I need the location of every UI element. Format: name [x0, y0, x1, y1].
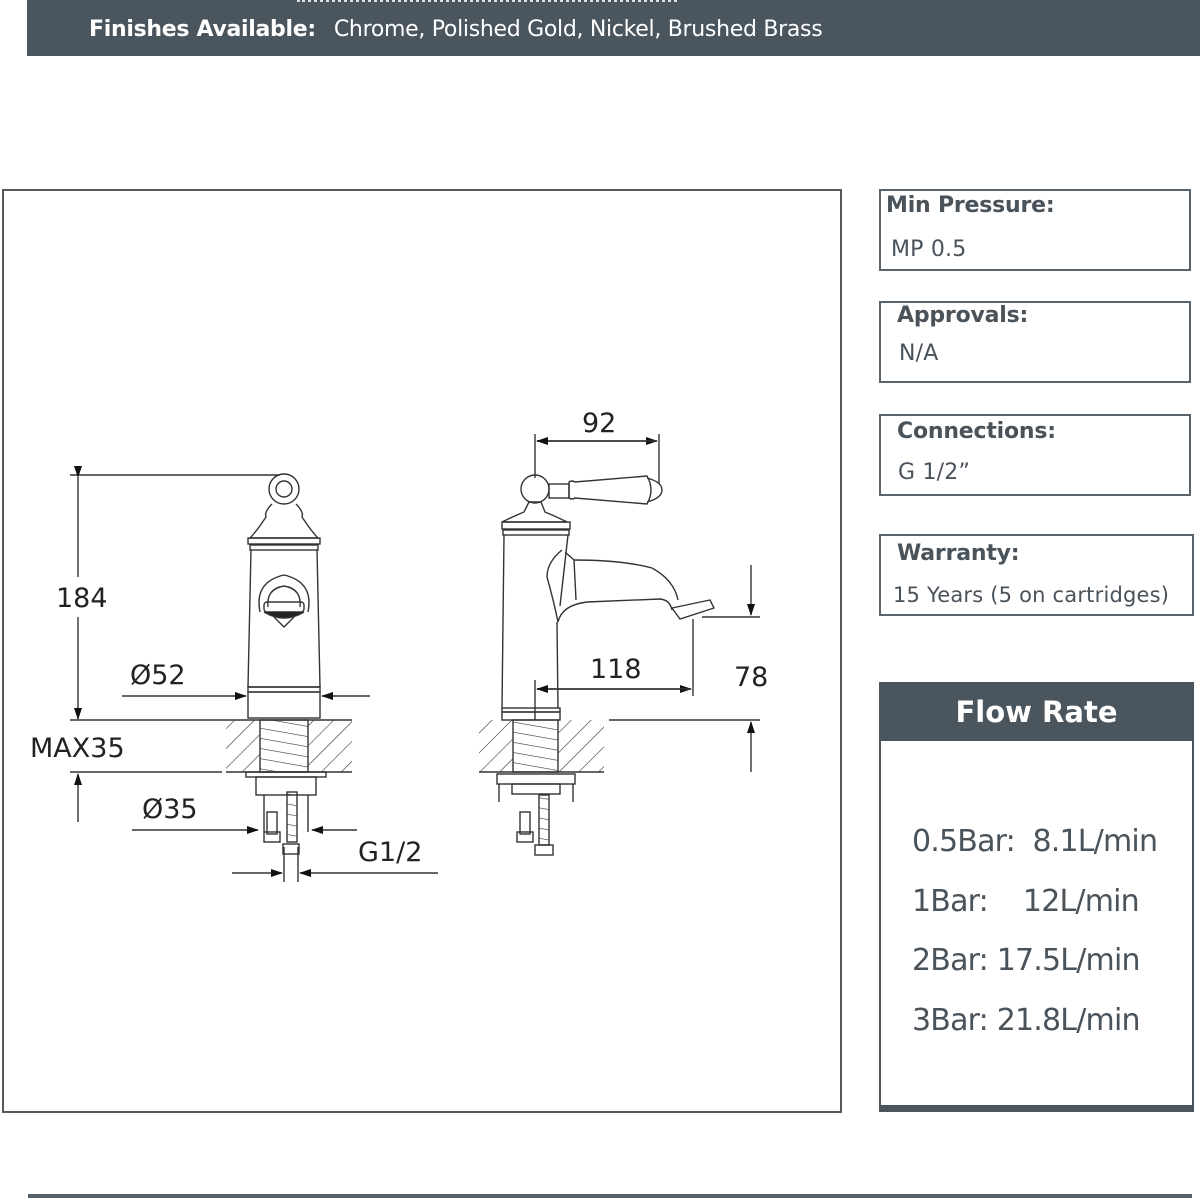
spec-label: Connections:: [897, 419, 1056, 444]
flow-rate-row: 3Bar: 21.8L/min: [912, 1003, 1141, 1038]
finishes-label: Finishes Available:: [89, 17, 316, 42]
spec-min-pressure: Min Pressure: MP 0.5: [879, 189, 1191, 271]
dim-height-184: 184: [56, 583, 108, 614]
dim-spout-reach: 118: [590, 654, 642, 685]
spec-label: Min Pressure:: [886, 193, 1055, 218]
spec-value: MP 0.5: [891, 237, 967, 262]
spec-value: 15 Years (5 on cartridges): [893, 583, 1170, 607]
spec-value: G 1/2”: [898, 460, 971, 485]
spec-label: Approvals:: [897, 303, 1029, 328]
finishes-line: Finishes Available: Chrome, Polished Gold…: [89, 17, 823, 42]
flow-rate-panel: Flow Rate 0.5Bar: 8.1L/min 1Bar: 12L/min…: [879, 682, 1194, 1112]
dim-hole-diameter: Ø35: [142, 794, 198, 825]
finishes-value: Chrome, Polished Gold, Nickel, Brushed B…: [333, 17, 823, 42]
flow-rate-row: 2Bar: 17.5L/min: [912, 943, 1141, 978]
dim-handle-length: 92: [582, 408, 616, 439]
side-view: [479, 434, 760, 856]
spec-label: Warranty:: [897, 541, 1020, 566]
dim-body-diameter: Ø52: [130, 660, 186, 691]
clipped-previous-line: [297, 0, 677, 2]
flow-rate-row: 1Bar: 12L/min: [912, 884, 1140, 919]
flow-rate-row: 0.5Bar: 8.1L/min: [912, 824, 1158, 859]
finishes-header-bar: Finishes Available: Chrome, Polished Gold…: [27, 0, 1200, 56]
dim-connection: G1/2: [358, 837, 422, 868]
spec-connections: Connections: G 1/2”: [879, 414, 1191, 496]
front-view: [70, 466, 438, 882]
bottom-divider: [28, 1194, 1192, 1198]
flow-rate-title: Flow Rate: [881, 684, 1192, 741]
dim-max-deck: MAX35: [30, 733, 125, 764]
technical-drawing-frame: 184 Ø52 MAX35 Ø35 G1/2 92 118 78: [2, 189, 842, 1113]
dim-spout-height: 78: [734, 662, 768, 693]
spec-value: N/A: [899, 341, 939, 366]
spec-warranty: Warranty: 15 Years (5 on cartridges): [879, 534, 1194, 616]
spec-approvals: Approvals: N/A: [879, 301, 1191, 383]
